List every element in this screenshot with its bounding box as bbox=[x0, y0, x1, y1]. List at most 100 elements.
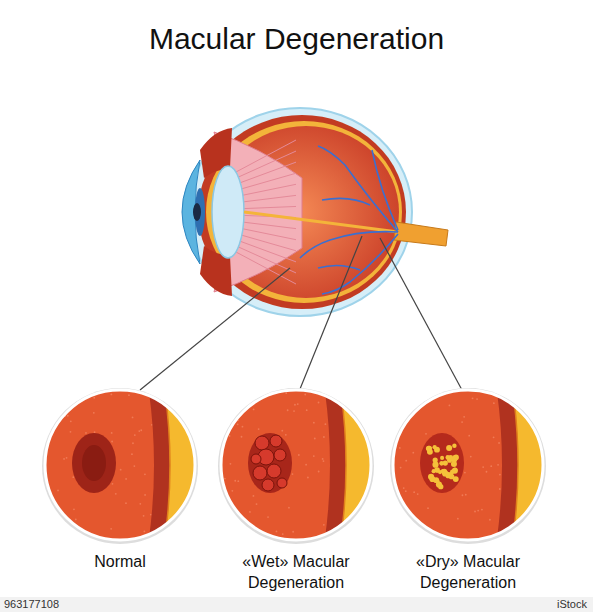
tissue-dot bbox=[269, 541, 271, 543]
zonule-stripe bbox=[236, 246, 296, 273]
tissue-dot bbox=[57, 490, 59, 492]
tissue-dot bbox=[287, 409, 289, 411]
tissue-dot bbox=[256, 392, 258, 394]
tissue-dot bbox=[490, 465, 492, 467]
tissue-dot bbox=[138, 430, 140, 432]
tissue-dot bbox=[293, 410, 295, 412]
tissue-dot bbox=[480, 542, 482, 544]
tissue-dot bbox=[54, 520, 56, 522]
tissue-dot bbox=[481, 509, 483, 511]
view-rim bbox=[393, 390, 543, 540]
tissue-dot bbox=[298, 454, 300, 456]
tissue-dot bbox=[134, 434, 136, 436]
leaking-vessel bbox=[255, 436, 269, 450]
tissue-dot bbox=[276, 531, 278, 533]
tissue-dot bbox=[48, 544, 50, 545]
tissue-dot bbox=[399, 447, 401, 449]
view-label: Normal bbox=[34, 551, 206, 572]
tissue-dot bbox=[322, 458, 324, 460]
drusen bbox=[438, 484, 443, 489]
tissue-dot bbox=[474, 511, 476, 513]
drusen bbox=[445, 472, 451, 478]
tissue-dot bbox=[489, 519, 491, 521]
tissue-dot bbox=[313, 455, 315, 457]
drusen bbox=[446, 445, 452, 451]
tissue-dot bbox=[318, 471, 320, 473]
tissue-dot bbox=[223, 506, 225, 508]
tissue-dot bbox=[67, 415, 69, 417]
macula bbox=[72, 433, 116, 493]
tissue-dot bbox=[281, 430, 283, 432]
view-label: «Dry» Macular Degeneration bbox=[382, 551, 554, 593]
tissue-dot bbox=[422, 386, 424, 388]
tissue-dot bbox=[110, 394, 112, 396]
drusen bbox=[432, 469, 436, 473]
tissue-dot bbox=[64, 527, 66, 529]
zonule-stripe bbox=[236, 173, 296, 190]
tissue-dot bbox=[258, 428, 260, 430]
tissue-dot bbox=[224, 478, 226, 480]
tissue-dot bbox=[267, 516, 269, 518]
tissue-dot bbox=[285, 392, 287, 394]
tissue-dot bbox=[282, 533, 284, 535]
tissue-dot bbox=[403, 487, 405, 489]
tissue-dot bbox=[143, 531, 145, 533]
retina bbox=[206, 121, 402, 303]
tissue-dot bbox=[505, 538, 507, 540]
tissue-dot bbox=[111, 441, 113, 443]
tissue-dot bbox=[288, 507, 290, 509]
tissue-dot bbox=[405, 490, 407, 492]
magnified-view: Normal bbox=[34, 385, 206, 572]
tissue-dot bbox=[463, 416, 465, 418]
leaking-vessel bbox=[267, 464, 281, 478]
tissue-dot bbox=[412, 402, 414, 404]
tissue-dot bbox=[125, 502, 127, 504]
tissue-dot bbox=[132, 442, 134, 444]
tissue-dot bbox=[222, 385, 224, 386]
drusen bbox=[449, 455, 453, 459]
tissue-dot bbox=[323, 460, 325, 462]
tissue-dot bbox=[66, 457, 68, 459]
tissue-dot bbox=[228, 519, 230, 521]
tissue-dot bbox=[47, 513, 49, 515]
drusen bbox=[434, 447, 440, 453]
watermark-text: iStock bbox=[557, 598, 587, 610]
tissue-dot bbox=[144, 473, 146, 475]
tissue-dot bbox=[465, 494, 467, 496]
leaking-vessel bbox=[253, 466, 267, 480]
tissue-dot bbox=[230, 463, 232, 465]
tissue-dot bbox=[131, 453, 133, 455]
tissue-dot bbox=[93, 412, 95, 414]
tissue-dot bbox=[292, 473, 294, 475]
tissue-dot bbox=[112, 483, 114, 485]
tissue-dot bbox=[449, 405, 451, 407]
choroid-band bbox=[496, 385, 518, 545]
tissue-dot bbox=[125, 478, 127, 480]
drusen bbox=[432, 462, 438, 468]
diagram-title: Macular Degeneration bbox=[0, 22, 593, 56]
tissue-dot bbox=[52, 543, 54, 545]
drusen bbox=[453, 476, 459, 482]
optic-nerve bbox=[394, 222, 448, 246]
view-label: «Wet» Macular Degeneration bbox=[210, 551, 382, 593]
tissue-dot bbox=[231, 490, 233, 492]
lens bbox=[212, 166, 244, 258]
tissue-dot bbox=[140, 429, 142, 431]
tissue-dot bbox=[70, 431, 72, 433]
zonule-stripe bbox=[236, 252, 296, 284]
tissue-dot bbox=[470, 456, 472, 458]
zonule-stripe bbox=[236, 195, 296, 202]
view-rim bbox=[221, 390, 371, 540]
tissue-dot bbox=[128, 394, 130, 396]
tissue-dot bbox=[242, 426, 244, 428]
zonule-stripe bbox=[236, 184, 296, 196]
tissue-dot bbox=[132, 416, 134, 418]
tissue-dot bbox=[493, 436, 495, 438]
zonule-stripe bbox=[236, 227, 296, 239]
tissue-dot bbox=[464, 472, 466, 474]
zonule-stripe bbox=[236, 234, 296, 251]
tissue-dot bbox=[63, 458, 65, 460]
tissue-dot bbox=[476, 398, 478, 400]
tissue-dot bbox=[323, 524, 325, 526]
tissue-dot bbox=[57, 388, 59, 390]
